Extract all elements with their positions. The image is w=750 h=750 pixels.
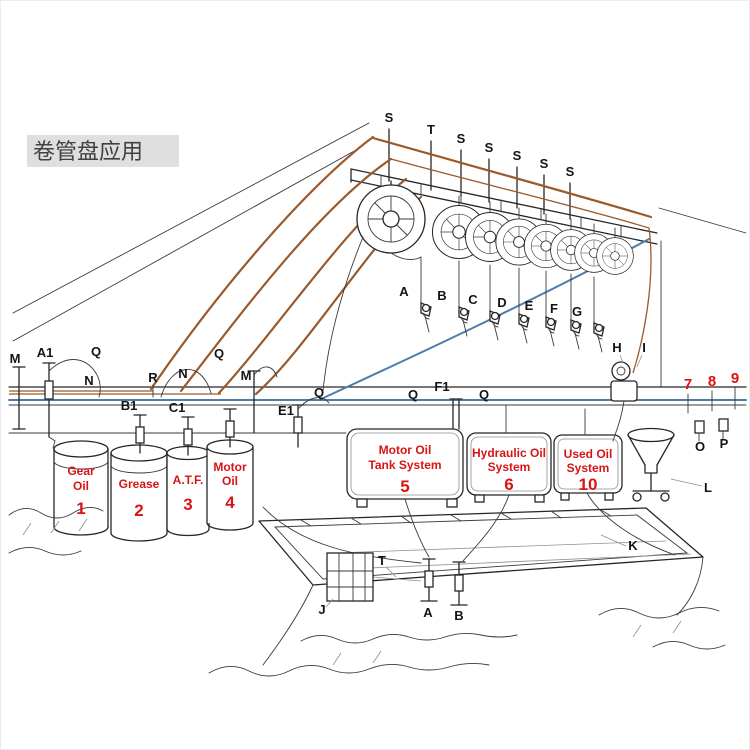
oil-drums	[53, 408, 254, 542]
drum-gear-oil	[53, 440, 109, 536]
label-8: 8	[708, 373, 716, 390]
hose-labels: A B C D E F G	[399, 284, 582, 319]
title-block: 卷管盘应用	[27, 135, 179, 167]
label-q5: Q	[479, 387, 489, 402]
service-pit	[258, 507, 704, 666]
hose-reel	[596, 237, 634, 275]
drum4-number: 4	[225, 493, 235, 512]
ground-lines	[8, 507, 726, 677]
wall-labels: M A1 Q N R N Q B1 C1 M Q E1 Q F1 Q H I	[10, 340, 646, 418]
used-oil-drain-cart	[627, 427, 703, 502]
label-supply-5: S	[513, 148, 522, 163]
tank10-name-line1: Used Oil	[564, 447, 613, 461]
label-9: 9	[731, 370, 739, 387]
tank6-number: 6	[504, 475, 513, 494]
page-title: 卷管盘应用	[33, 140, 143, 165]
drum2-name-line1: Grease	[119, 477, 160, 491]
drum1-name-line1: Gear	[67, 464, 95, 478]
hose-reel	[356, 184, 426, 254]
tank-hydraulic-oil	[466, 404, 552, 503]
right-labels: 7 8 9 O P L	[684, 370, 739, 495]
label-m2: M	[241, 368, 252, 383]
label-hose-g: G	[572, 304, 582, 319]
tank10-name-line2: System	[567, 461, 610, 475]
label-b1: B1	[121, 398, 138, 413]
hose-reels	[356, 180, 634, 275]
drum-atf	[166, 445, 210, 537]
label-pit-t: T	[378, 553, 386, 568]
label-supply-4: S	[485, 140, 494, 155]
tank6-name-line2: System	[488, 460, 531, 474]
label-hose-d: D	[497, 295, 506, 310]
label-supply-7: S	[566, 164, 575, 179]
label-hose-b: B	[437, 288, 446, 303]
wall-pumps	[12, 359, 330, 449]
label-p: P	[720, 436, 729, 451]
label-supply-1: S	[385, 110, 394, 125]
label-hose-a: A	[399, 284, 409, 299]
tank-systems	[346, 398, 623, 508]
label-7: 7	[684, 376, 692, 393]
ceiling-labels: S T S S S S S	[385, 110, 575, 179]
label-supply-2: T	[427, 122, 435, 137]
tank-motor-oil	[346, 398, 464, 508]
label-q2: Q	[214, 346, 224, 361]
label-j: J	[318, 602, 325, 617]
label-q1: Q	[91, 344, 101, 359]
tank5-name-line1: Motor Oil	[379, 443, 432, 457]
tank5-name-line2: Tank System	[368, 458, 441, 472]
label-l: L	[704, 480, 712, 495]
drum1-number: 1	[76, 499, 85, 518]
tank6-name-line1: Hydraulic Oil	[472, 446, 546, 460]
drum3-name-line1: A.T.F.	[173, 473, 204, 487]
dispensing-guns	[322, 236, 605, 392]
label-a1: A1	[37, 345, 54, 360]
drum2-number: 2	[134, 501, 143, 520]
tank10-number: 10	[579, 475, 598, 494]
drum-grease	[110, 444, 168, 542]
label-r1: R	[148, 370, 158, 385]
label-pit-b: B	[454, 608, 463, 623]
drum4-name-line2: Oil	[222, 474, 238, 488]
label-hose-c: C	[468, 292, 478, 307]
label-hose-e: E	[525, 298, 534, 313]
label-n1: N	[84, 373, 93, 388]
caster-wheel	[660, 492, 670, 502]
label-supply-3: S	[457, 131, 466, 146]
tank-labels: Motor Oil Tank System 5 Hydraulic Oil Sy…	[368, 443, 612, 496]
label-c1: C1	[169, 400, 186, 415]
drum3-number: 3	[183, 495, 192, 514]
drum4-name-line1: Motor	[213, 460, 247, 474]
right-fittings	[687, 387, 736, 442]
label-q4: Q	[408, 387, 418, 402]
label-m1: M	[10, 351, 21, 366]
drum1-name-line2: Oil	[73, 479, 89, 493]
caster-wheel	[632, 492, 642, 502]
title-highlight	[27, 135, 179, 167]
label-hose-f: F	[550, 301, 558, 316]
label-e1: E1	[278, 403, 294, 418]
label-h: H	[612, 340, 621, 355]
label-o: O	[695, 439, 705, 454]
tank5-number: 5	[400, 477, 409, 496]
label-i: I	[642, 340, 646, 355]
label-n2: N	[178, 366, 187, 381]
label-k: K	[628, 538, 638, 553]
floor-hoses	[262, 492, 676, 582]
wall-pump-unit	[610, 354, 643, 442]
label-pit-a: A	[423, 605, 433, 620]
pit-labels: J T A B K	[318, 538, 638, 623]
ceiling-drop-pipes	[388, 128, 571, 220]
drum-labels: Gear Oil 1 Grease 2 A.T.F. 3 Motor Oil 4	[67, 460, 247, 520]
label-f1: F1	[434, 379, 449, 394]
tank-used-oil	[553, 408, 623, 501]
label-q3: Q	[314, 385, 324, 400]
pit-equipment	[325, 534, 627, 608]
label-supply-6: S	[540, 156, 549, 171]
